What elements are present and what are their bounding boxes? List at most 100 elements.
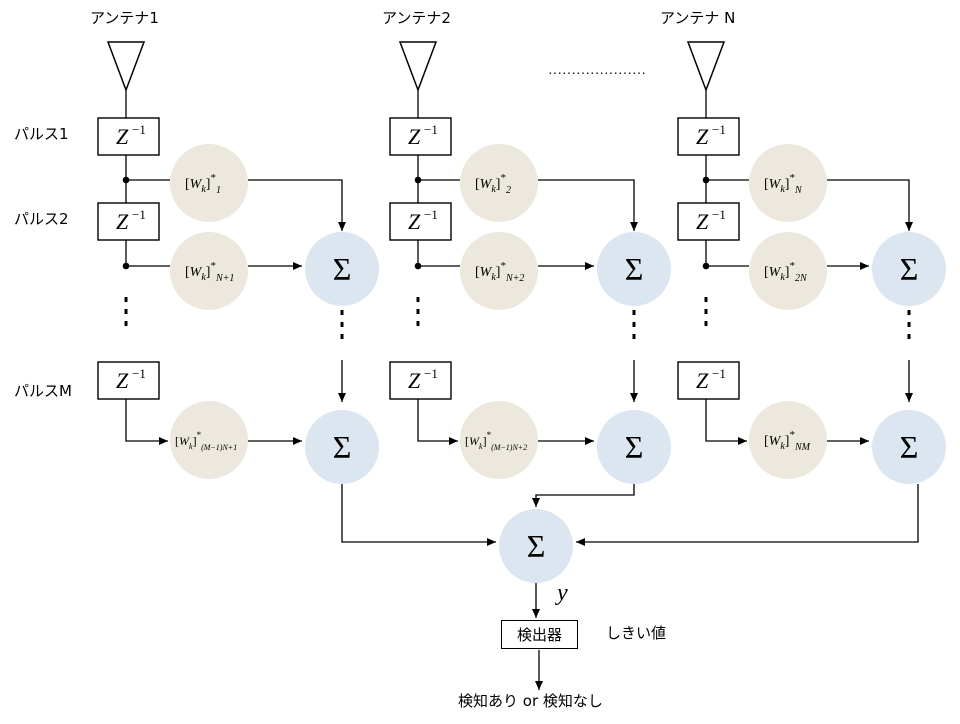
sum-symbol: Σ [900,251,919,287]
delay-exponent: −1 [712,122,726,137]
delay-exponent: −1 [132,366,146,381]
vertical-ellipsis-dot [704,309,708,314]
delay-symbol: Z [116,124,129,149]
threshold-label: しきい値 [606,624,667,642]
delay-exponent: −1 [132,207,146,222]
delay-block: Z−1 [389,202,452,241]
vertical-ellipsis-dot [416,321,420,326]
sum-circle [597,410,671,484]
sum-node-row: Σ [872,232,946,306]
sum-circle [872,410,946,484]
output-symbol: y [555,580,568,606]
antenna-icon [398,41,438,93]
delay-exponent: −1 [712,207,726,222]
column-1-to-final [341,484,496,546]
delay-symbol: Z [408,124,421,149]
delay-box [389,361,452,400]
weight-node-pulse-m: [Wk]*(M−1)N+2 [460,401,538,479]
antenna-icon [686,41,726,93]
delay-symbol: Z [408,368,421,393]
delay-exponent: −1 [132,122,146,137]
weight-circle [749,232,827,310]
delay-block: Z−1 [677,361,740,400]
vertical-ellipsis-dot [632,310,636,315]
vertical-ellipsis-dot [340,322,344,327]
delay-box [677,202,740,241]
vertical-ellipsis-dot [632,322,636,327]
vertical-ellipsis-dot [907,310,911,315]
weight-circle [170,232,248,310]
delay-exponent: −1 [712,366,726,381]
delay-symbol: Z [116,368,129,393]
pulse-m-label: パルスM [14,382,72,400]
delay-symbol: Z [408,209,421,234]
weight-label: [Wk]*N+2 [475,260,524,284]
delay-symbol: Z [696,124,709,149]
vertical-ellipsis-dot [704,297,708,302]
weight-node-pulse-m: [Wk]*NM [749,401,827,479]
delay-block: Z−1 [97,117,160,156]
vertical-ellipsis-dot [340,310,344,315]
delay-block: Z−1 [677,117,740,156]
sum-symbol: Σ [625,251,644,287]
delay-symbol: Z [696,368,709,393]
weight-label: [Wk]*2 [475,172,511,196]
sum-node-column: Σ [305,410,379,484]
weight-label: [Wk]*1 [185,172,221,196]
diagram-shapes: Z−1Z−1Z−1[Wk]*1[Wk]*N+1[Wk]*(M−1)N+1ΣΣZ−… [97,41,946,606]
weight-label: [Wk]*(M−1)N+2 [465,430,527,452]
vertical-ellipsis-dot [907,322,911,327]
tap-line-m [417,399,458,445]
result-label: 検知あり or 検知なし [458,692,603,710]
delay-block: Z−1 [97,361,160,400]
weight-1-to-sum [538,179,638,231]
sum-circle [499,509,573,583]
vertical-ellipsis-dot [124,309,128,314]
final-sum-node: Σ [499,509,573,583]
weight-node-pulse-2: [Wk]*N+2 [460,232,538,310]
weight-circle [170,144,248,222]
column-n-to-final [576,484,919,546]
weight-circle [749,144,827,222]
delay-exponent: −1 [424,207,438,222]
column-2-to-final [532,484,635,507]
sum-circle [872,232,946,306]
antenna-icon [106,41,146,93]
weight-node-pulse-2: [Wk]*N+1 [170,232,248,310]
vertical-ellipsis-dot [704,321,708,326]
sum-circle [305,232,379,306]
vertical-ellipsis-dot [416,309,420,314]
delay-block: Z−1 [677,202,740,241]
delay-box [677,361,740,400]
weight-circle [460,232,538,310]
delay-block: Z−1 [97,202,160,241]
sum-node-column: Σ [597,410,671,484]
delay-box [389,202,452,241]
weight-label: [Wk]*2N [764,260,808,284]
pulse-2-label: パルス2 [14,210,69,228]
weight-circle [460,401,538,479]
tap-line-m [125,399,168,445]
weight-1-to-sum [248,179,346,231]
antenna-ellipsis: ………………… [548,63,646,78]
weight-node-pulse-1: [Wk]*1 [170,144,248,222]
delay-exponent: −1 [424,122,438,137]
sum-symbol: Σ [625,429,644,465]
weight-label: [Wk]*NM [764,429,811,453]
antenna-2-label: アンテナ2 [382,9,451,27]
weight-node-pulse-2: [Wk]*2N [749,232,827,310]
sum-circle [597,232,671,306]
vertical-ellipsis-dot [907,334,911,339]
tap-line-m [705,399,747,445]
weight-circle [460,144,538,222]
weight-1-to-sum [827,179,913,231]
delay-box [677,117,740,156]
sum-symbol: Σ [900,429,919,465]
weight-circle [749,401,827,479]
connection-lines [122,90,919,690]
sum-circle [305,410,379,484]
sum-node-column: Σ [872,410,946,484]
delay-exponent: −1 [424,366,438,381]
